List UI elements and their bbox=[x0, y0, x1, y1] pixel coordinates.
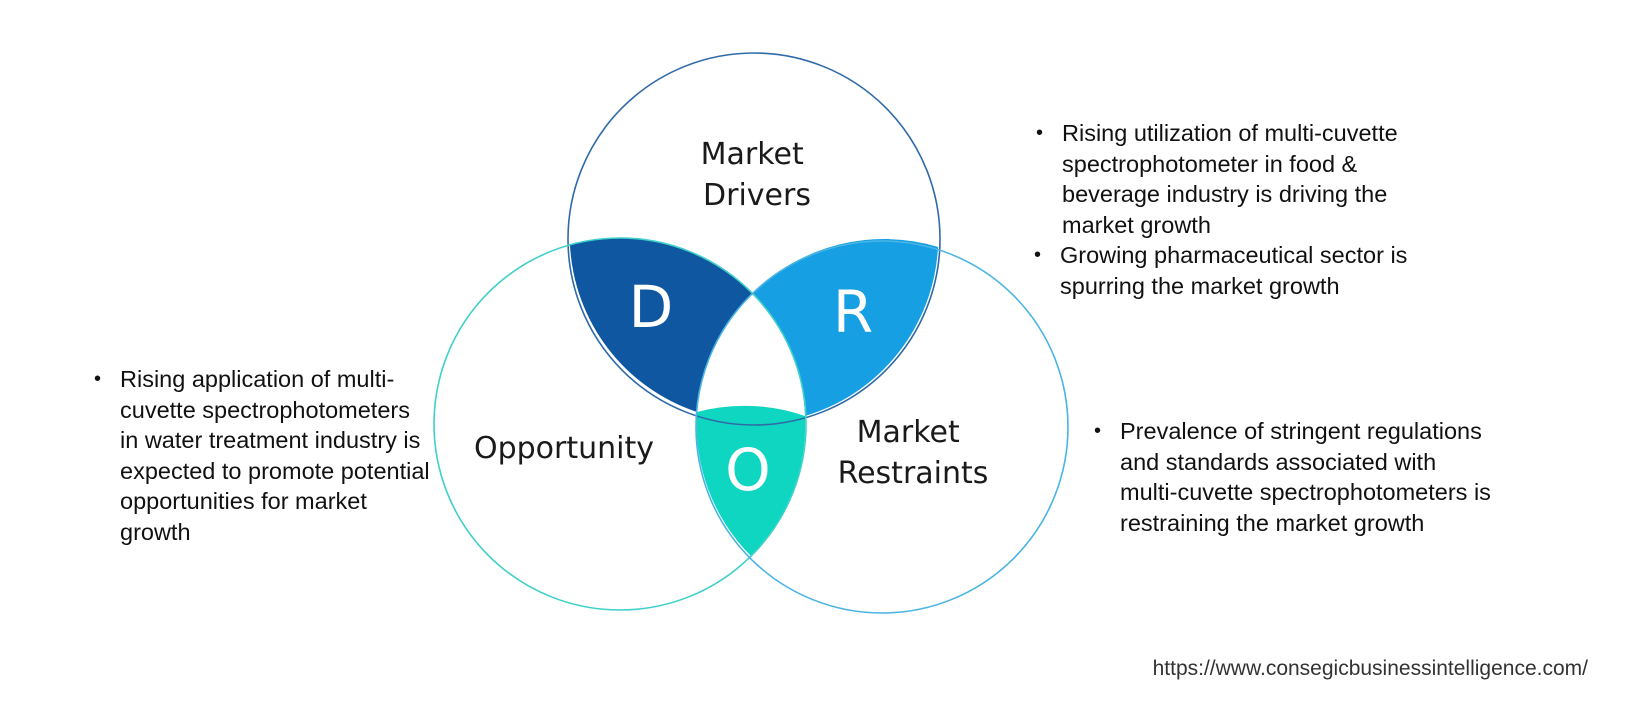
restraints-bullet-1: Prevalence of stringent regulations and … bbox=[1094, 416, 1494, 538]
source-url: https://www.consegicbusinessintelligence… bbox=[1152, 657, 1588, 680]
drivers-bullet-2: Growing pharmaceutical sector is spurrin… bbox=[1034, 240, 1456, 301]
market-drivers-bullet-list: Rising utilization of multi-cuvette spec… bbox=[1034, 118, 1456, 301]
label-market-restraints: Market Restraints bbox=[838, 415, 989, 491]
opportunity-bullet-1: Rising application of multi-cuvette spec… bbox=[94, 364, 434, 547]
label-market-drivers-line-2: Drivers bbox=[703, 178, 811, 213]
label-market-drivers: Market Drivers bbox=[701, 137, 814, 213]
label-market-drivers-line-1: Market bbox=[701, 137, 804, 172]
circle-opportunity bbox=[433, 237, 807, 611]
letter-o: O bbox=[725, 436, 771, 504]
overlap-drivers-opportunity bbox=[570, 237, 753, 412]
label-market-restraints-line-1: Market bbox=[857, 415, 960, 450]
overlap-opportunity-restraints bbox=[696, 405, 806, 556]
drivers-bullet-1: Rising utilization of multi-cuvette spec… bbox=[1036, 118, 1456, 240]
letter-r: R bbox=[833, 278, 873, 346]
circle-market-drivers bbox=[567, 52, 941, 426]
circle-market-restraints bbox=[695, 240, 1069, 614]
letter-d: D bbox=[629, 273, 674, 341]
market-restraints-bullet-list: Prevalence of stringent regulations and … bbox=[1094, 416, 1494, 538]
label-opportunity-line-1: Opportunity bbox=[474, 431, 654, 466]
label-opportunity: Opportunity bbox=[474, 431, 654, 466]
label-market-restraints-line-2: Restraints bbox=[838, 456, 989, 491]
opportunity-bullet-list: Rising application of multi-cuvette spec… bbox=[94, 364, 434, 547]
